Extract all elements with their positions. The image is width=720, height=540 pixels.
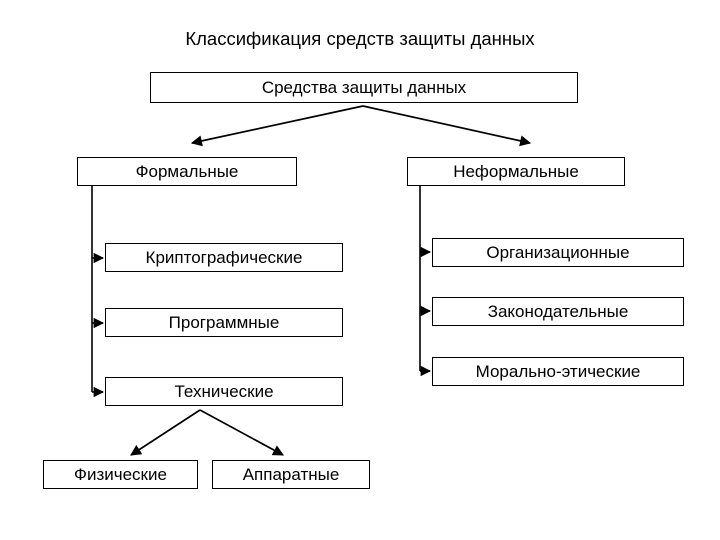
node-informal-label: Неформальные — [453, 161, 579, 181]
node-crypto-label: Криптографические — [145, 247, 303, 267]
node-crypto[interactable]: Криптографические — [105, 243, 343, 272]
node-informal[interactable]: Неформальные — [407, 157, 625, 186]
edge-technical-to-hardware — [199, 409, 284, 456]
node-technical[interactable]: Технические — [105, 377, 343, 406]
node-moral-label: Морально-этические — [475, 361, 641, 381]
node-organizational-label: Организационные — [486, 242, 630, 262]
node-physical[interactable]: Физические — [43, 460, 198, 489]
node-technical-label: Технические — [174, 381, 274, 401]
node-software[interactable]: Программные — [105, 308, 343, 337]
node-legislative[interactable]: Законодательные — [432, 297, 684, 326]
node-root[interactable]: Средства защиты данных — [150, 72, 578, 103]
node-physical-label: Физические — [74, 464, 167, 484]
node-moral[interactable]: Морально-этические — [432, 357, 684, 386]
node-formal[interactable]: Формальные — [77, 157, 297, 186]
diagram-title: Классификация средств защиты данных — [185, 28, 535, 49]
edge-root-to-informal — [362, 105, 532, 147]
node-hardware-label: Аппаратные — [242, 464, 340, 484]
node-organizational[interactable]: Организационные — [432, 238, 684, 267]
node-root-label: Средства защиты данных — [261, 77, 467, 97]
node-software-label: Программные — [168, 312, 280, 332]
edge-root-to-formal — [190, 105, 364, 147]
edge-technical-to-physical — [130, 409, 201, 456]
node-legislative-label: Законодательные — [487, 301, 629, 321]
node-hardware[interactable]: Аппаратные — [212, 460, 370, 489]
node-formal-label: Формальные — [135, 161, 239, 181]
